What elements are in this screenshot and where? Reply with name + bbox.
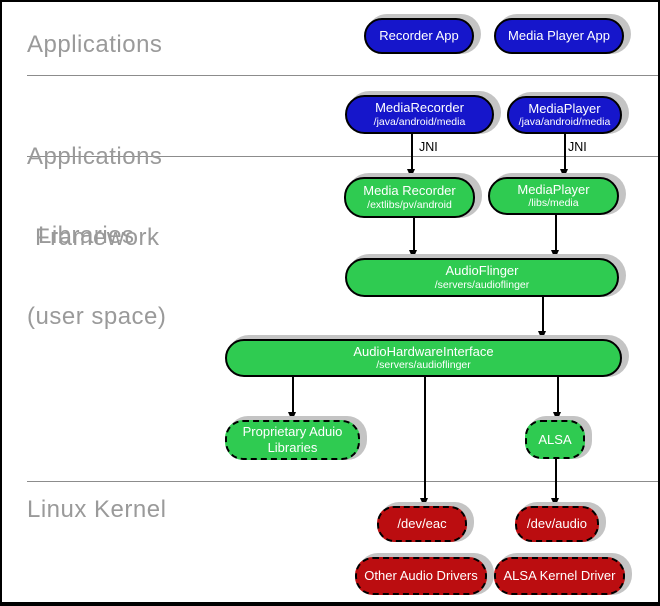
jni-label-right: JNI <box>568 140 587 154</box>
node-title: /dev/eac <box>397 516 447 532</box>
node-title: ALSA Kernel Driver <box>503 568 616 584</box>
node-audioflinger: AudioFlinger /servers/audioflinger <box>345 258 619 297</box>
section-label-linux-kernel: Linux Kernel <box>27 496 167 523</box>
section-label-applications-framework: Applications Framework <box>27 89 162 305</box>
node-title: Proprietary Aduio Libraries <box>242 424 343 455</box>
node-title: MediaRecorder <box>375 100 464 116</box>
node-title: AudioHardwareInterface <box>353 343 494 359</box>
section-label-line: (user space) <box>27 303 167 330</box>
node-other-audio-drivers: Other Audio Drivers <box>355 557 487 595</box>
node-title: MediaPlayer <box>517 181 590 197</box>
arrow-audioflinger-to-ahi <box>539 297 546 340</box>
node-mediaplayer-library: MediaPlayer /libs/media <box>488 177 619 215</box>
arrow-libplayer-to-audioflinger <box>552 215 559 259</box>
section-label-libraries-user-space: Libraries (user space) <box>27 168 166 384</box>
section-label-line: Framework <box>35 224 160 251</box>
divider-applications-framework <box>27 75 658 76</box>
node-dev-audio: /dev/audio <box>515 506 599 542</box>
node-alsa: ALSA <box>525 420 585 459</box>
node-mediarecorder-framework: MediaRecorder /java/android/media <box>345 95 494 134</box>
divider-framework-libraries <box>27 156 658 157</box>
node-title: Media Recorder <box>363 183 456 199</box>
node-path: /libs/media <box>528 197 579 210</box>
node-recorder-app: Recorder App <box>364 18 474 54</box>
node-proprietary-audio-libraries: Proprietary Aduio Libraries <box>225 420 360 460</box>
node-media-recorder-library: Media Recorder /extlibs/pv/android <box>344 177 475 218</box>
jni-label-left: JNI <box>419 140 438 154</box>
node-path: /servers/audioflinger <box>434 278 530 291</box>
node-audiohardwareinterface: AudioHardwareInterface /servers/audiofli… <box>225 339 622 377</box>
divider-libraries-kernel <box>27 481 658 482</box>
node-title: MediaPlayer <box>528 100 601 116</box>
node-path: /java/android/media <box>373 115 466 128</box>
arrow-mediaplayer-to-libplayer <box>561 134 568 178</box>
section-label-applications: Applications <box>27 31 163 58</box>
node-dev-eac: /dev/eac <box>377 506 467 542</box>
arrow-librecorder-to-audioflinger <box>410 218 417 259</box>
arrow-alsa-to-dev-audio <box>552 459 559 507</box>
node-title: Media Player App <box>508 28 610 44</box>
node-alsa-kernel-driver: ALSA Kernel Driver <box>494 557 625 595</box>
node-media-player-app: Media Player App <box>494 18 624 54</box>
arrow-ahi-to-dev-eac <box>421 377 428 507</box>
node-path: /extlibs/pv/android <box>367 198 452 211</box>
node-path: /java/android/media <box>518 116 611 129</box>
section-label-line: Libraries <box>38 222 135 249</box>
node-title: Recorder App <box>379 28 459 44</box>
arrow-mediarecorder-to-librecorder <box>408 134 415 178</box>
arrow-ahi-to-alsa <box>554 377 561 421</box>
node-title: AudioFlinger <box>445 263 519 279</box>
node-title: ALSA <box>538 431 572 447</box>
node-title: /dev/audio <box>527 516 587 532</box>
node-mediaplayer-framework: MediaPlayer /java/android/media <box>507 96 622 134</box>
section-label-line: Applications <box>27 143 163 170</box>
node-path: /servers/audioflinger <box>376 359 471 372</box>
node-title: Other Audio Drivers <box>364 568 478 584</box>
arrow-ahi-to-proprietary <box>289 377 296 421</box>
